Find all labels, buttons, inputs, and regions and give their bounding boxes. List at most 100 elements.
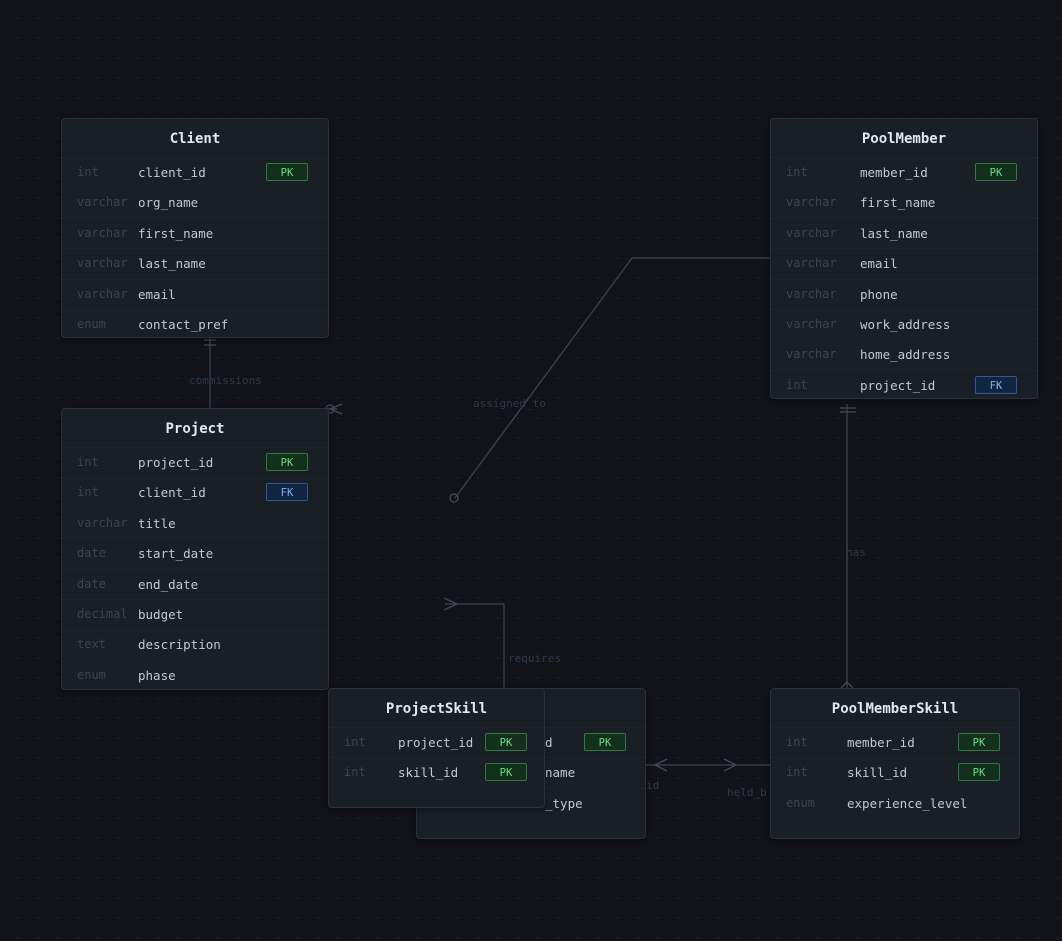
field-row[interactable]: varchar email bbox=[62, 278, 328, 309]
field-name: project_id bbox=[138, 455, 214, 470]
primary-key-badge: PK bbox=[975, 163, 1017, 181]
table-title: PoolMember bbox=[861, 131, 947, 147]
field-name: first_name bbox=[138, 225, 214, 241]
field-row[interactable]: int client_id PK bbox=[62, 157, 328, 187]
table-pool-member-skill[interactable]: PoolMemberSkill int member_id PK int ski… bbox=[770, 688, 1020, 839]
field-name: _type bbox=[545, 795, 583, 811]
field-type: varchar bbox=[77, 286, 128, 301]
field-type: int bbox=[77, 485, 99, 500]
label-requires: requires bbox=[508, 652, 561, 665]
field-name: description bbox=[138, 637, 221, 653]
field-type: varchar bbox=[77, 256, 128, 271]
field-type: varchar bbox=[77, 515, 128, 530]
label-assigned-to: assigned_to bbox=[473, 397, 546, 410]
table-client[interactable]: Client int client_id PK varchar org_name… bbox=[61, 118, 329, 338]
field-type: enum bbox=[77, 316, 106, 331]
link-assigned-to[interactable] bbox=[454, 257, 770, 499]
field-row[interactable]: varchar last_name bbox=[62, 248, 328, 278]
field-row[interactable]: decimal budget bbox=[62, 598, 328, 629]
field-name: contact_pref bbox=[138, 316, 229, 332]
field-row[interactable]: varchar first_name bbox=[771, 187, 1037, 217]
field-row[interactable]: enum experience_level bbox=[771, 787, 1019, 818]
field-type: varchar bbox=[786, 286, 837, 301]
field-row[interactable]: int skill_id PK bbox=[329, 757, 544, 787]
field-name: member_id bbox=[860, 165, 928, 180]
field-type: int bbox=[344, 735, 366, 749]
field-row[interactable]: date start_date bbox=[62, 538, 328, 568]
field-type: int bbox=[77, 165, 99, 179]
field-row[interactable]: enum phase bbox=[62, 659, 328, 689]
field-name: last_name bbox=[138, 256, 206, 272]
field-name: name bbox=[545, 765, 576, 781]
field-name: member_id bbox=[847, 735, 915, 750]
table-project-skill[interactable]: ProjectSkill int project_id PK int skill… bbox=[328, 688, 545, 808]
field-row[interactable]: int member_id PK bbox=[771, 157, 1037, 187]
primary-key-badge: PK bbox=[266, 453, 308, 471]
field-row[interactable]: text description bbox=[62, 629, 328, 659]
field-name: project_id bbox=[860, 377, 936, 393]
field-name: client_id bbox=[138, 485, 206, 501]
field-name: client_id bbox=[138, 165, 206, 180]
link-requires[interactable] bbox=[445, 603, 505, 688]
field-row[interactable]: varchar last_name bbox=[771, 217, 1037, 248]
table-pool-member[interactable]: PoolMember int member_id PK varchar firs… bbox=[770, 118, 1038, 399]
field-row[interactable]: int member_id PK bbox=[771, 727, 1019, 757]
field-row[interactable]: varchar first_name bbox=[62, 217, 328, 248]
field-name: home_address bbox=[860, 347, 951, 363]
field-name: email bbox=[138, 286, 176, 302]
field-name: skill_id bbox=[398, 765, 459, 781]
field-type: varchar bbox=[77, 195, 128, 210]
primary-key-badge: PK bbox=[958, 763, 1000, 782]
field-row[interactable]: varchar home_address bbox=[771, 339, 1037, 369]
field-row[interactable]: varchar phone bbox=[771, 278, 1037, 309]
label-commissions: commissions bbox=[189, 374, 262, 387]
field-row[interactable]: int project_id FK bbox=[771, 369, 1037, 398]
field-type: enum bbox=[786, 795, 815, 810]
field-row[interactable]: date end_date bbox=[62, 568, 328, 599]
table-title: Project bbox=[165, 421, 225, 437]
field-type: date bbox=[77, 546, 106, 561]
field-type: int bbox=[786, 735, 808, 749]
one-marker-client bbox=[204, 339, 216, 346]
field-type: int bbox=[344, 765, 366, 780]
table-title: PoolMemberSkill bbox=[831, 701, 959, 717]
primary-key-badge: PK bbox=[485, 763, 527, 782]
field-name: project_id bbox=[398, 735, 474, 750]
foreign-key-badge: FK bbox=[266, 483, 308, 502]
field-row[interactable]: int skill_id PK bbox=[771, 757, 1019, 787]
field-row[interactable]: varchar org_name bbox=[62, 187, 328, 217]
field-row[interactable]: int project_id PK bbox=[329, 727, 544, 757]
field-type: decimal bbox=[77, 606, 128, 621]
field-type: int bbox=[786, 765, 808, 780]
field-row[interactable]: int project_id PK bbox=[62, 447, 328, 477]
field-type: varchar bbox=[786, 316, 837, 331]
field-type: enum bbox=[77, 667, 106, 682]
primary-key-badge: PK bbox=[266, 163, 308, 181]
field-type: varchar bbox=[786, 256, 837, 271]
field-type: int bbox=[786, 377, 808, 392]
crow-foot-held-by bbox=[723, 758, 738, 772]
label-held-by: held_b bbox=[727, 786, 767, 799]
field-name: d bbox=[545, 735, 553, 750]
crow-foot-pool-member-skill bbox=[840, 681, 854, 689]
label-has: has bbox=[846, 546, 866, 559]
field-type: varchar bbox=[77, 225, 128, 240]
table-project[interactable]: Project int project_id PK int client_id … bbox=[61, 408, 329, 690]
field-name: title bbox=[138, 515, 176, 531]
field-row[interactable]: varchar title bbox=[62, 507, 328, 538]
field-row[interactable]: varchar work_address bbox=[771, 308, 1037, 339]
field-name: work_address bbox=[860, 316, 951, 332]
crow-foot-skill bbox=[654, 758, 668, 772]
field-type: varchar bbox=[786, 347, 837, 362]
field-name: email bbox=[860, 256, 898, 272]
field-type: varchar bbox=[786, 225, 837, 240]
field-row[interactable]: int client_id FK bbox=[62, 477, 328, 507]
field-row[interactable]: enum contact_pref bbox=[62, 308, 328, 337]
field-name: org_name bbox=[138, 195, 199, 211]
field-name: last_name bbox=[860, 225, 928, 241]
label-id-fragment: id bbox=[646, 779, 659, 792]
field-name: phase bbox=[138, 667, 176, 683]
field-name: budget bbox=[138, 606, 184, 622]
field-row[interactable]: varchar email bbox=[771, 248, 1037, 278]
